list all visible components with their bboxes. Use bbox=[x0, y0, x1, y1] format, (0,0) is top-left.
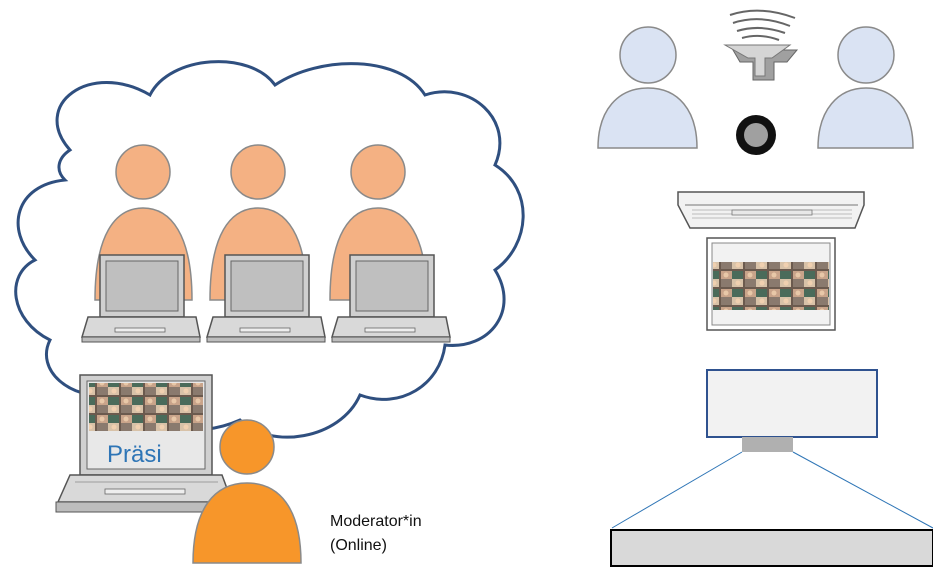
person-body bbox=[817, 87, 914, 149]
presentation-label: Präsi bbox=[107, 441, 162, 468]
laptop-icon bbox=[205, 254, 326, 343]
person-icon bbox=[115, 144, 171, 200]
video-conference-grid bbox=[89, 383, 203, 431]
room-participant-right bbox=[817, 26, 914, 149]
person-icon bbox=[619, 26, 677, 84]
room-laptop bbox=[677, 191, 865, 331]
projector-icon bbox=[706, 369, 878, 452]
moderator-label-line1: Moderator*in bbox=[330, 513, 422, 530]
laptop-icon bbox=[330, 254, 451, 343]
projection-beam bbox=[611, 451, 933, 529]
person-body bbox=[597, 87, 698, 149]
person-icon bbox=[219, 419, 275, 475]
projection-screen bbox=[610, 529, 933, 567]
moderator bbox=[192, 419, 302, 564]
moderator-label-line2: (Online) bbox=[330, 537, 387, 554]
person-icon bbox=[350, 144, 406, 200]
moderator-laptop bbox=[55, 374, 235, 513]
loudspeaker-icon bbox=[723, 9, 799, 81]
video-conference-grid bbox=[713, 262, 829, 310]
person-icon bbox=[837, 26, 895, 84]
moderator-label: Moderator*in (Online) bbox=[330, 510, 422, 558]
person-icon bbox=[230, 144, 286, 200]
room-participant-left bbox=[597, 26, 698, 149]
laptop-icon bbox=[80, 254, 201, 343]
microphone-icon bbox=[736, 115, 776, 155]
person-body bbox=[192, 482, 302, 564]
